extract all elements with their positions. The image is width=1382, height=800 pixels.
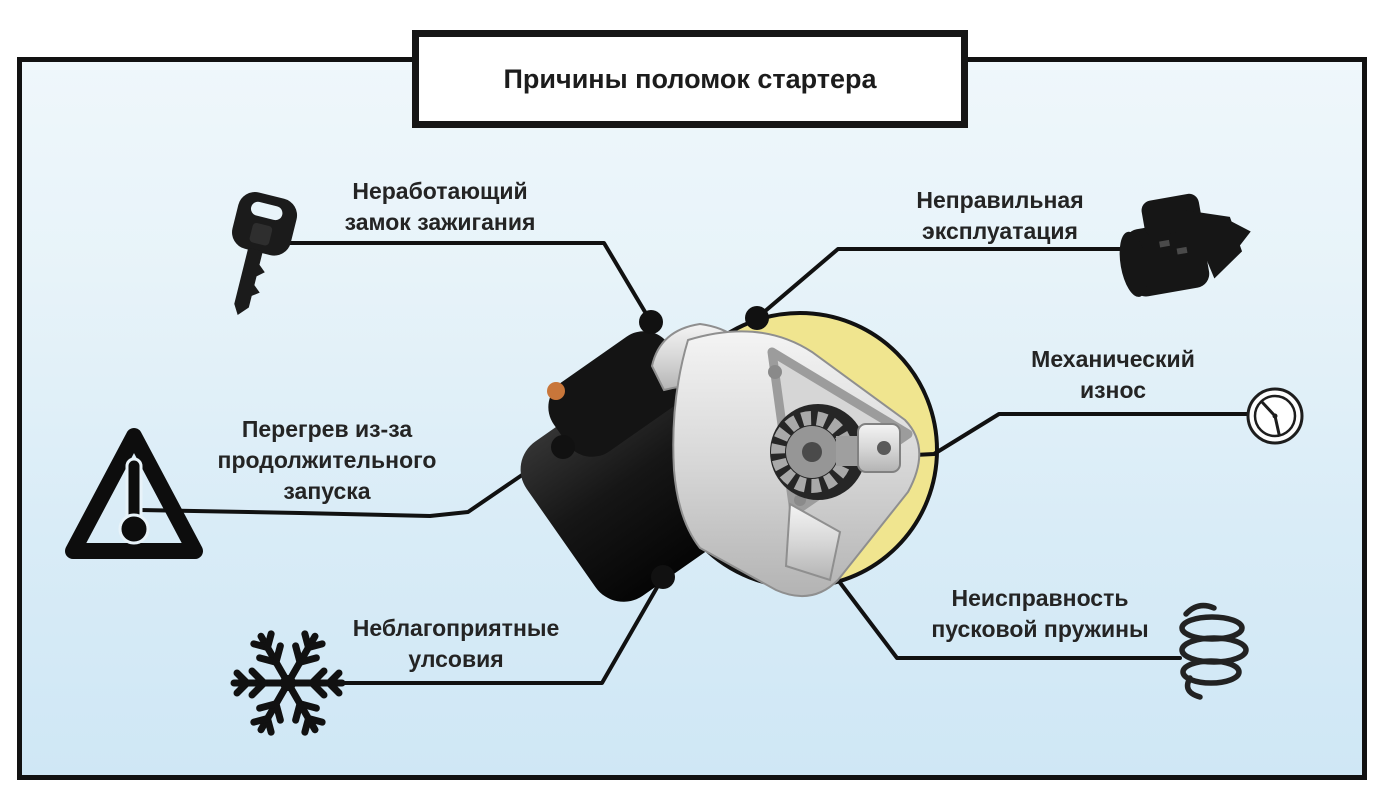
- title-box: Причины поломок стартера: [412, 30, 968, 128]
- spring-icon: [1179, 602, 1249, 700]
- cause-label-adverse-conditions: Неблагоприятные улсовия: [352, 615, 560, 672]
- connector-dot-ignition-lock: [639, 310, 663, 334]
- connector-dot-adverse-conditions: [651, 565, 675, 589]
- copper-terminal: [547, 382, 565, 400]
- callout-line-adverse-conditions: [331, 575, 665, 685]
- connector-dot-overheating: [551, 435, 575, 459]
- cause-label-starter-spring-failure: Неисправность пусковой пружины: [931, 585, 1149, 642]
- car-key-icon: [232, 192, 298, 316]
- starter-motor-illustration: [520, 322, 921, 602]
- cause-label-ignition-lock: Неработающий замок зажигания: [344, 178, 536, 235]
- callout-line-improper-operation: [755, 247, 1138, 320]
- page-title: Причины поломок стартера: [503, 63, 877, 94]
- callout-line-overheating: [138, 445, 565, 518]
- starter-icon: [1119, 193, 1251, 297]
- cause-label-improper-operation: Неправильная эксплуатация: [916, 187, 1084, 244]
- warning-thermometer-icon: [65, 428, 203, 559]
- callout-line-ignition-lock: [264, 241, 653, 324]
- cause-label-mechanical-wear: Механический износ: [1031, 346, 1195, 403]
- snowflake-icon: [234, 630, 342, 736]
- callout-line-starter-spring: [830, 570, 1182, 660]
- callout-line-mechanical-wear: [893, 412, 1250, 458]
- cause-label-overheating: Перегрев из-за продолжительного запуска: [217, 416, 437, 504]
- connector-dot-improper-operation: [745, 306, 769, 330]
- gauge-clock-icon: [1246, 387, 1304, 445]
